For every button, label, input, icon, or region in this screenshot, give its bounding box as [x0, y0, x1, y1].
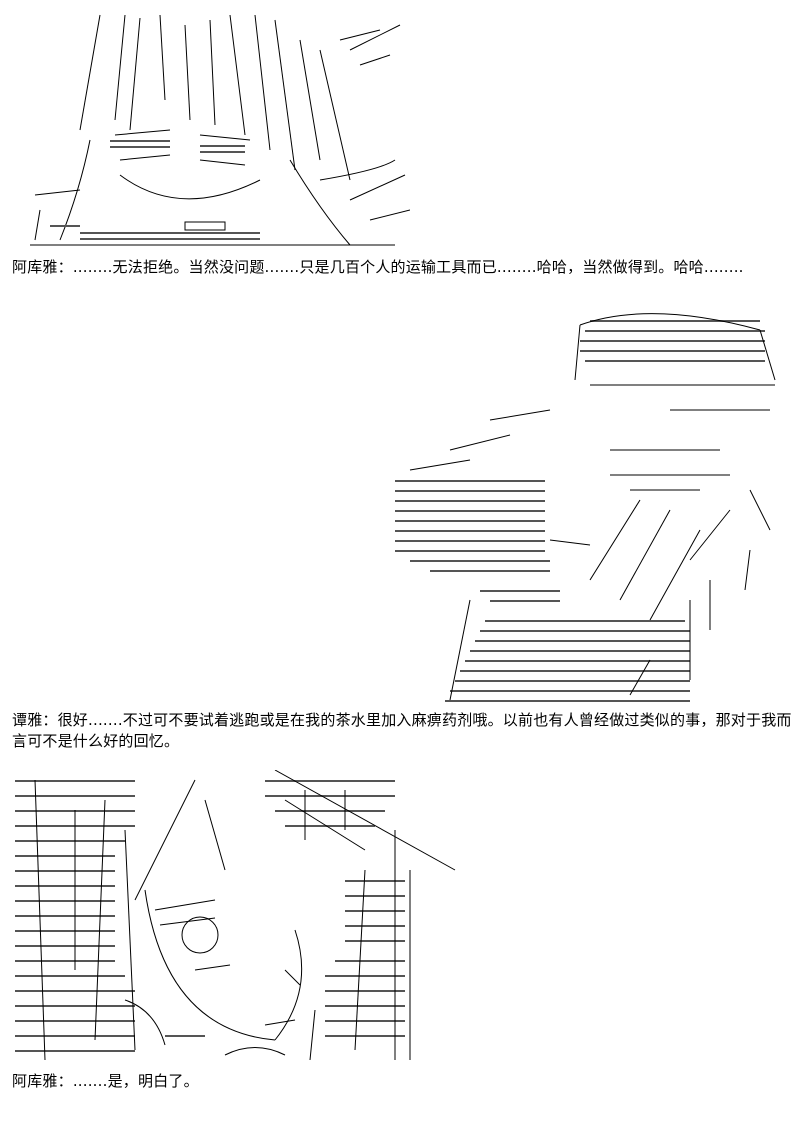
dialogue-panel-3: 阿库雅：.......是，明白了。	[12, 1071, 792, 1092]
dialogue-line: 很好.......不过可不要试着逃跑或是在我的茶水里加入麻痹药剂哦。以前也有人曾…	[12, 711, 792, 750]
ascii-art-panel-2-drawing	[395, 313, 776, 702]
dialogue-line: .......是，明白了。	[72, 1072, 199, 1090]
speaker-name: 阿库雅	[12, 258, 58, 276]
ascii-art-panel-1-drawing	[30, 14, 410, 246]
ascii-art-panel-1	[20, 10, 410, 255]
dialogue-panel-1: 阿库雅：........无法拒绝。当然没问题.......只是几百个人的运输工具…	[12, 257, 792, 278]
speaker-separator: ：	[57, 258, 73, 276]
ascii-art-panel-3	[15, 770, 460, 1068]
ascii-art-panel-3-drawing	[15, 770, 456, 1061]
dialogue-panel-2: 谭雅：很好.......不过可不要试着逃跑或是在我的茶水里加入麻痹药剂哦。以前也…	[12, 710, 792, 752]
speaker-name: 谭雅	[12, 711, 43, 729]
speaker-separator: ：	[57, 1072, 73, 1090]
speaker-separator: ：	[42, 711, 58, 729]
dialogue-line: ........无法拒绝。当然没问题.......只是几百个人的运输工具而已..…	[72, 258, 744, 276]
ascii-art-panel-2	[390, 300, 795, 708]
speaker-name: 阿库雅	[12, 1072, 58, 1090]
